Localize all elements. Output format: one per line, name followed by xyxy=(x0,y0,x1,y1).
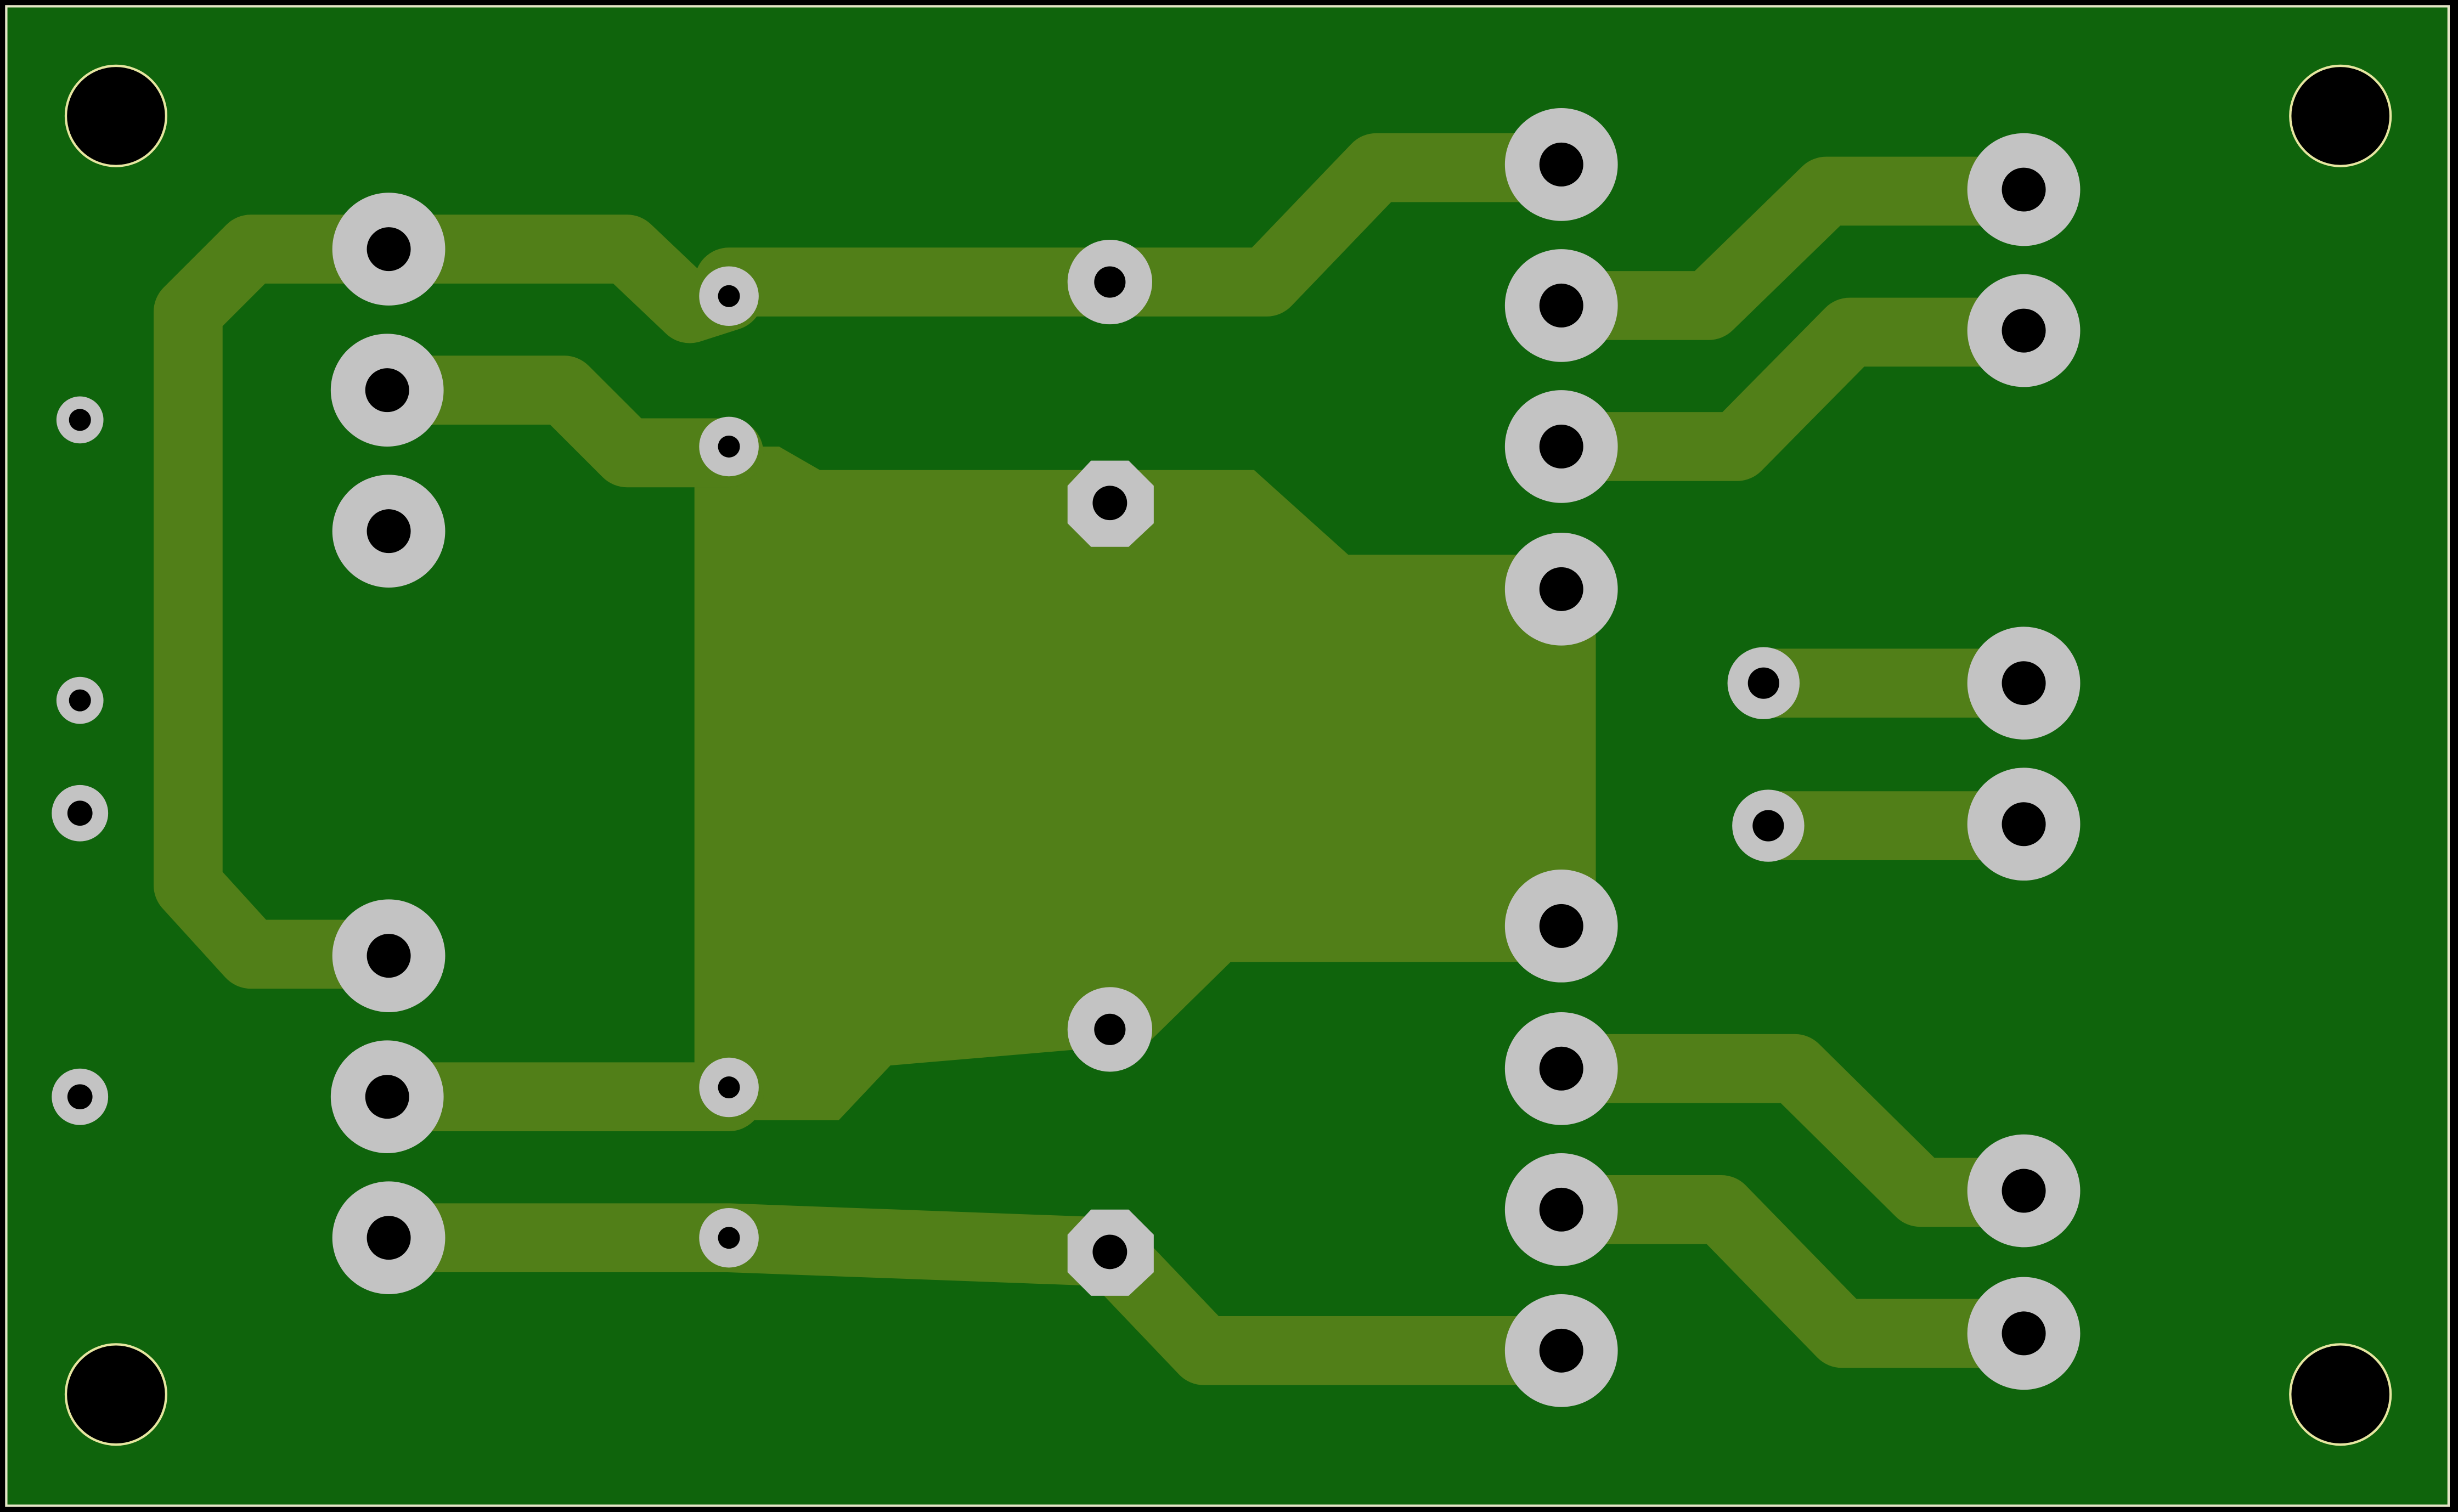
pad xyxy=(330,334,444,447)
pad xyxy=(1732,789,1805,862)
trace xyxy=(154,215,424,989)
trace xyxy=(1525,297,2059,481)
pad xyxy=(1504,533,1618,646)
pad xyxy=(1504,1012,1618,1125)
pad xyxy=(1967,627,2081,740)
via xyxy=(52,785,109,842)
pad xyxy=(1067,460,1154,547)
trace xyxy=(1525,156,2059,340)
via xyxy=(699,1057,759,1118)
mounting-hole xyxy=(2289,64,2392,167)
mounting-hole xyxy=(2289,1343,2392,1446)
pad xyxy=(1067,987,1152,1072)
via xyxy=(52,1068,109,1125)
via xyxy=(699,416,759,477)
mounting-holes xyxy=(64,64,2392,1446)
vias xyxy=(52,266,759,1268)
pad xyxy=(1967,274,2081,387)
pad xyxy=(330,1040,444,1153)
pad xyxy=(332,193,446,306)
large-pads xyxy=(330,108,2081,1407)
pad xyxy=(1504,108,1618,221)
trace xyxy=(694,133,1594,317)
mounting-hole xyxy=(64,64,167,167)
medium-pads xyxy=(1067,239,1805,1296)
pad xyxy=(1504,870,1618,983)
pad xyxy=(332,899,446,1012)
pad xyxy=(332,1181,446,1295)
via xyxy=(699,266,759,326)
pad xyxy=(1504,1294,1618,1407)
trace xyxy=(1525,1175,2059,1368)
via xyxy=(56,676,104,724)
pad xyxy=(1067,239,1152,325)
copper-pour xyxy=(694,446,1596,1121)
pad xyxy=(1967,768,2081,881)
trace xyxy=(354,356,764,488)
pad xyxy=(1067,1209,1154,1296)
pad xyxy=(1727,647,1800,719)
pad xyxy=(1967,133,2081,246)
pad xyxy=(1504,390,1618,503)
pad xyxy=(1967,1277,2081,1390)
pad xyxy=(1504,1153,1618,1266)
via xyxy=(56,396,104,444)
mounting-hole xyxy=(64,1343,167,1446)
pad xyxy=(332,475,446,588)
via xyxy=(699,1208,759,1268)
pad xyxy=(1967,1134,2081,1248)
pad xyxy=(1504,249,1618,362)
